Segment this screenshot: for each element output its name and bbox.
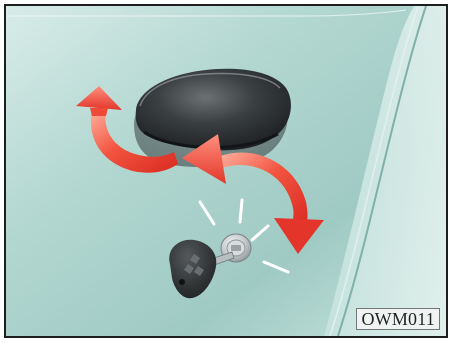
figure-code-label: OWM011 (356, 308, 440, 330)
illustration-frame: OWM011 (4, 4, 448, 338)
door-illustration (6, 6, 446, 336)
